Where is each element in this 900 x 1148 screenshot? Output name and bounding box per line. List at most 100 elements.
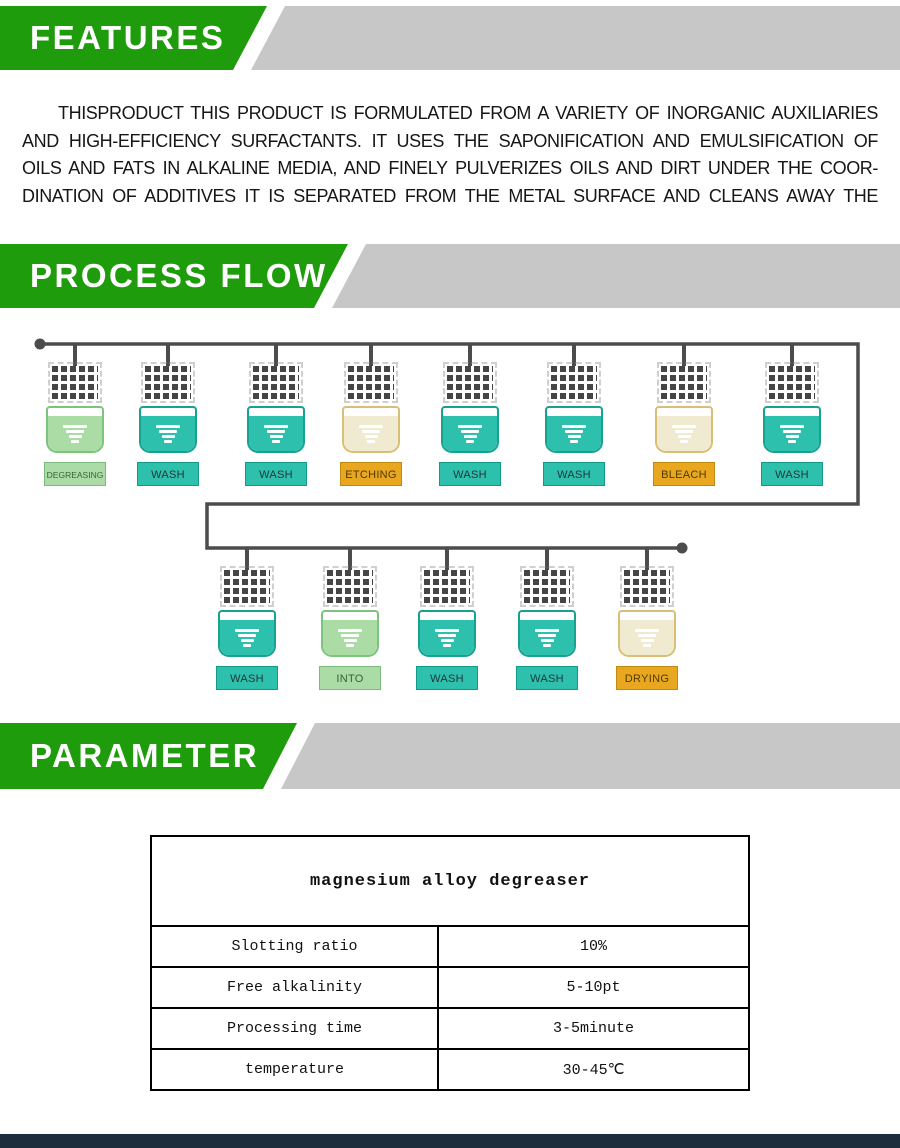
rail-end-dot (676, 542, 688, 554)
station-label: WASH (216, 666, 278, 690)
tank-icon (46, 406, 104, 453)
hanger-rod-icon (166, 344, 170, 366)
tank-icon (655, 406, 713, 453)
mesh-basket-icon (141, 362, 195, 403)
tank-liquid (657, 416, 711, 451)
mesh-basket-icon (323, 566, 377, 607)
parameter-table: magnesium alloy degreaser Slotting ratio… (149, 835, 750, 1091)
station-label: ETCHING (340, 462, 402, 486)
station-label: DRYING (616, 666, 678, 690)
param-value-cell: 3-5minute (437, 1007, 750, 1050)
param-name-cell: Free alkalinity (149, 966, 440, 1009)
param-name-cell: Slotting ratio (149, 925, 440, 968)
tank-icon (763, 406, 821, 453)
param-name-cell: Processing time (149, 1007, 440, 1050)
station-label: WASH (137, 462, 199, 486)
param-value-cell: 5-10pt (437, 966, 750, 1009)
tank-liquid (249, 416, 303, 451)
process-flow-section-banner: PROCESS FLOW (0, 244, 900, 308)
process-station: WASH (436, 344, 504, 486)
parameter-section-banner: PARAMETER (0, 723, 900, 789)
process-station: WASH (413, 548, 481, 690)
features-banner-title: FEATURES (30, 19, 226, 56)
mesh-basket-icon (765, 362, 819, 403)
station-label: DEGREASING (44, 462, 106, 486)
hanger-rod-icon (682, 344, 686, 366)
station-label: INTO (319, 666, 381, 690)
station-label: WASH (516, 666, 578, 690)
tank-liquid (48, 416, 102, 451)
hanger-rod-icon (73, 344, 77, 366)
features-paragraph-line: OILS AND FATS IN ALKALINE MEDIA, AND FIN… (22, 158, 878, 178)
station-label: WASH (543, 462, 605, 486)
process-flow-diagram: DEGREASING WASH WASH ETCHING WASH WASH BLEACH W… (0, 308, 900, 723)
tank-liquid (323, 620, 377, 655)
process-station: WASH (213, 548, 281, 690)
tank-liquid (344, 416, 398, 451)
features-paragraph-line: AND HIGH-EFFICIENCY SURFACTANTS. IT USES… (22, 130, 878, 151)
station-label: WASH (761, 462, 823, 486)
tank-icon (418, 610, 476, 657)
process-station: WASH (513, 548, 581, 690)
parameter-table-title: magnesium alloy degreaser (150, 835, 750, 927)
process-station: DRYING (613, 548, 681, 690)
hanger-rod-icon (545, 548, 549, 570)
param-value-cell: 30-45℃ (437, 1048, 750, 1091)
hanger-rod-icon (468, 344, 472, 366)
parameter-banner-title: PARAMETER (30, 737, 260, 774)
hanger-rod-icon (445, 548, 449, 570)
param-name-cell: temperature (149, 1048, 440, 1091)
tank-icon (247, 406, 305, 453)
process-flow-banner-title: PROCESS FLOW (30, 257, 328, 294)
rail-start-dot (34, 338, 46, 350)
mesh-basket-icon (420, 566, 474, 607)
mesh-basket-icon (249, 362, 303, 403)
mesh-basket-icon (443, 362, 497, 403)
tank-liquid (520, 620, 574, 655)
tank-liquid (620, 620, 674, 655)
process-station: WASH (540, 344, 608, 486)
tank-liquid (443, 416, 497, 451)
hanger-rod-icon (572, 344, 576, 366)
parameter-banner-green-shape: PARAMETER (0, 723, 297, 789)
process-station: ETCHING (337, 344, 405, 486)
process-station: DEGREASING (41, 344, 109, 486)
conveyor-rail (34, 338, 860, 554)
tank-icon (518, 610, 576, 657)
mesh-basket-icon (344, 362, 398, 403)
process-flow-banner-green-shape: PROCESS FLOW (0, 244, 348, 308)
features-paragraph: THISPRODUCT THIS PRODUCT IS FORMULATED F… (22, 100, 878, 210)
mesh-basket-icon (48, 362, 102, 403)
mesh-basket-icon (220, 566, 274, 607)
footer-divider-bar (0, 1134, 900, 1148)
process-station: WASH (758, 344, 826, 486)
tank-icon (321, 610, 379, 657)
station-label: WASH (439, 462, 501, 486)
station-label: BLEACH (653, 462, 715, 486)
features-paragraph-line: THISPRODUCT THIS PRODUCT IS FORMULATED F… (58, 103, 878, 123)
tank-liquid (420, 620, 474, 655)
hanger-rod-icon (245, 548, 249, 570)
hanger-rod-icon (348, 548, 352, 570)
mesh-basket-icon (547, 362, 601, 403)
tank-liquid (547, 416, 601, 451)
tank-liquid (765, 416, 819, 451)
features-banner-green-shape: FEATURES (0, 6, 267, 70)
hanger-rod-icon (790, 344, 794, 366)
process-station: WASH (242, 344, 310, 486)
features-banner-gray-shape (251, 6, 900, 70)
hanger-rod-icon (369, 344, 373, 366)
tank-icon (218, 610, 276, 657)
tank-icon (545, 406, 603, 453)
station-label: WASH (245, 462, 307, 486)
process-station: WASH (134, 344, 202, 486)
process-station: BLEACH (650, 344, 718, 486)
features-section-banner: FEATURES (0, 6, 900, 70)
tank-liquid (141, 416, 195, 451)
tank-icon (441, 406, 499, 453)
